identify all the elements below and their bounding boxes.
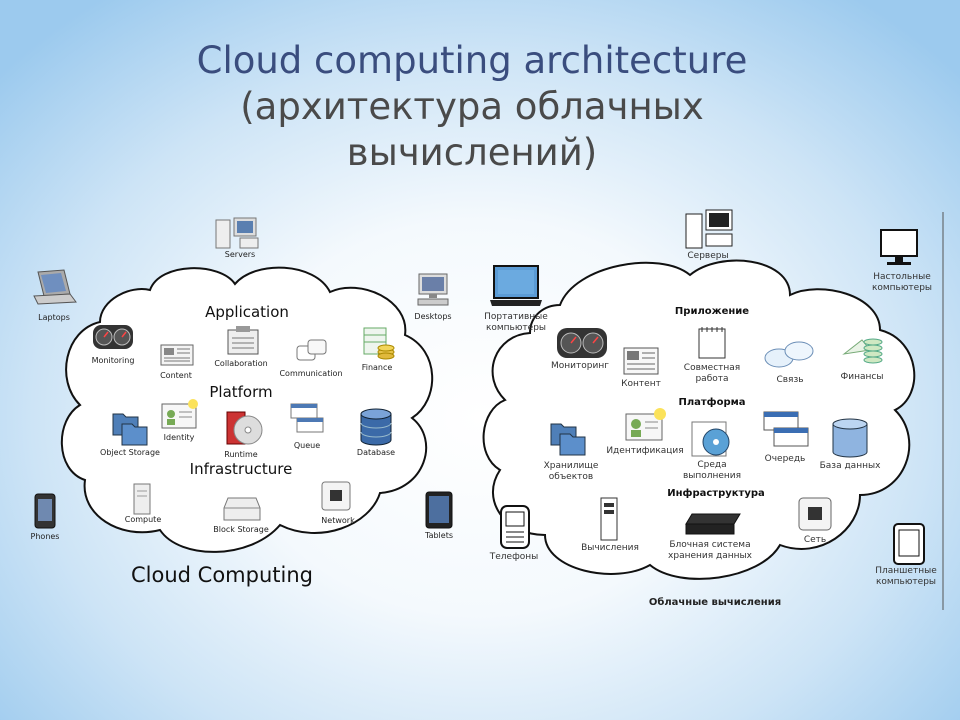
servers-icon [215,217,259,249]
clipboard-icon [227,326,259,355]
left-caption: Cloud Computing [131,563,313,587]
service-block-storage: Block Storage [213,525,269,534]
servers-icon [685,209,733,249]
laptop-icon [33,269,77,305]
title-line-3: вычислений) [346,131,598,174]
service-compute-ru: Вычисления [581,543,639,553]
server-tower-icon [600,497,618,541]
service-queue-ru: Очередь [764,454,806,464]
server-tower-icon [133,483,151,515]
title-line-1: Cloud computing architecture [196,39,748,82]
finance-icon [842,338,883,364]
section-application: Application [205,303,289,321]
database-icon [832,418,868,458]
database-icon [360,408,392,446]
service-database: Database [356,448,396,457]
service-communication-ru: Связь [776,375,804,385]
section-infrastructure-ru: Инфраструктура [667,488,765,499]
queue-windows-icon [290,403,324,433]
title-line-2: (архитектура облачных [240,85,704,128]
queue-windows-icon [763,411,809,447]
service-monitoring: Monitoring [91,356,135,365]
service-block-storage-ru: Блочная система хранения данных [668,540,752,561]
service-communication: Communication [279,369,343,378]
client-tablets-ru: Планшетные компьютеры [875,566,937,587]
gauge-icon [93,325,133,349]
section-application-ru: Приложение [674,306,750,317]
client-phones-ru: Телефоны [489,552,539,562]
client-laptops-ru: Портативные компьютеры [484,312,548,333]
service-finance-ru: Финансы [840,372,884,382]
runtime-disc-icon [226,411,263,445]
id-card-icon [161,399,198,429]
service-identity-ru: Идентификация [606,446,684,456]
service-queue: Queue [293,441,321,450]
service-runtime-ru: Среда выполнения [682,460,742,481]
id-card-icon [625,408,666,441]
block-storage-icon [685,513,741,535]
desktop-computer-icon [880,229,918,265]
service-runtime: Runtime [224,450,258,459]
block-storage-icon [223,497,261,521]
chat-bubbles-icon [764,341,814,368]
client-servers-ru: Серверы [687,251,729,261]
service-identity: Identity [163,433,195,442]
service-object-storage-ru: Хранилище объектов [543,461,599,482]
service-network-ru: Сеть [803,535,827,545]
desktop-computer-icon [417,273,449,306]
service-database-ru: База данных [819,461,881,471]
service-content-ru: Контент [621,379,661,389]
service-monitoring-ru: Мониторинг [551,361,609,371]
newspaper-icon [160,344,194,366]
client-phones: Phones [30,532,60,541]
phone-icon [500,505,530,549]
runtime-disc-icon [691,421,730,457]
client-desktops-ru: Настольные компьютеры [871,272,933,293]
chat-bubbles-icon [296,339,327,361]
notepad-icon [698,327,726,359]
left-cloud [60,266,434,553]
tablet-icon [893,523,925,565]
section-infrastructure: Infrastructure [189,460,293,478]
client-servers: Servers [224,250,256,259]
folders-icon [112,413,148,446]
phone-icon [34,493,56,529]
client-tablets: Tablets [425,531,453,540]
right-caption: Облачные вычисления [648,597,782,608]
client-desktops: Desktops [414,312,452,321]
laptop-icon [490,265,542,306]
section-platform-ru: Платформа [678,397,746,408]
gauge-icon [557,328,607,358]
folders-icon [550,423,586,456]
slide-title: Cloud computing architecture (архитектур… [0,38,944,176]
service-content: Content [160,371,192,380]
service-collaboration: Collaboration [214,359,268,368]
tablet-icon [425,491,453,529]
service-finance: Finance [361,363,393,372]
newspaper-icon [623,347,659,375]
network-jack-icon [321,481,351,511]
service-network: Network [321,516,355,525]
service-compute: Compute [124,515,162,524]
section-platform: Platform [209,383,273,401]
network-jack-icon [798,497,832,531]
service-collaboration-ru: Совместная работа [683,363,741,384]
client-laptops: Laptops [38,313,70,322]
finance-icon [363,327,395,360]
service-object-storage: Object Storage [100,448,160,457]
